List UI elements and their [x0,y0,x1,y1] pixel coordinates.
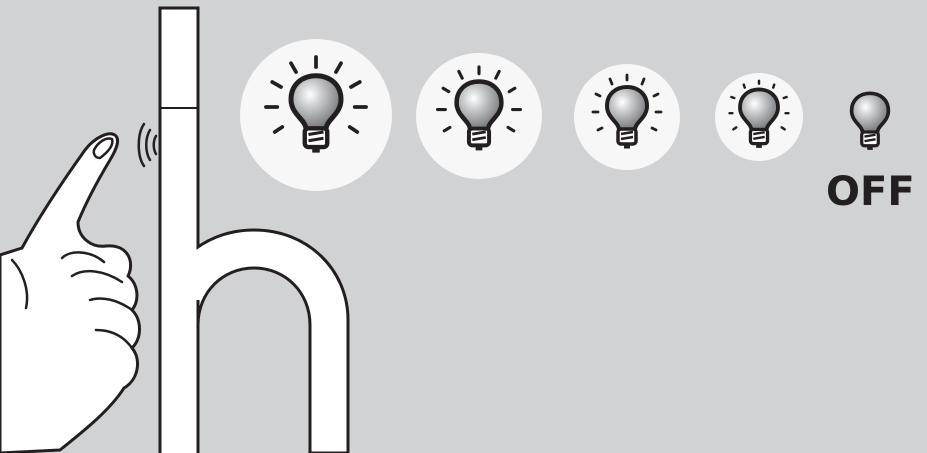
bulb-row [240,39,888,191]
bulb-level-5 [240,39,392,191]
bulb-level-4 [416,53,542,179]
touch-signal-icon [139,124,156,166]
hand-icon [0,134,140,453]
bulb-level-3 [574,64,680,170]
bulb-level-2 [715,73,803,161]
off-label: OFF [826,170,915,214]
bulb-off [852,93,889,148]
light-bulb-icon [852,93,889,148]
